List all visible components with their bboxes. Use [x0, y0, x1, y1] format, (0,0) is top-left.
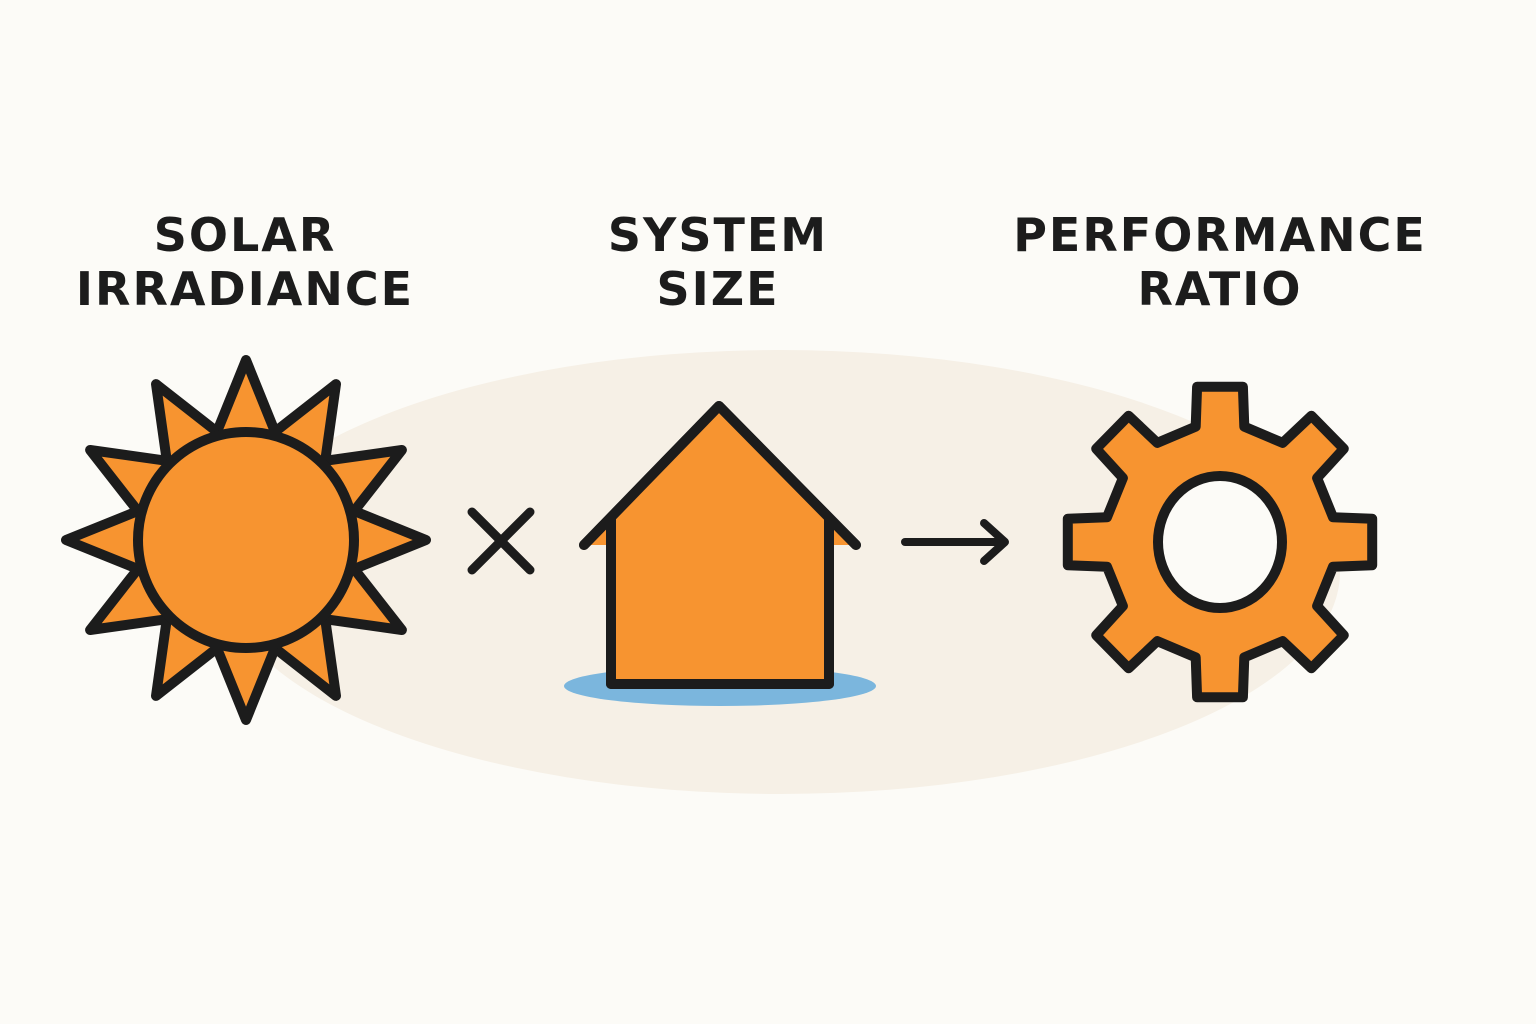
multiply-sign-icon — [467, 507, 535, 575]
label-performance-line2: RATIO — [1137, 262, 1303, 316]
gear-icon — [1062, 381, 1378, 703]
label-system-size: SYSTEM SIZE — [518, 208, 918, 316]
label-solar-irradiance: SOLAR IRRADIANCE — [45, 208, 445, 316]
label-performance-ratio: PERFORMANCE RATIO — [1000, 208, 1440, 316]
label-solar-line2: IRRADIANCE — [75, 262, 415, 316]
sun-icon — [61, 355, 431, 725]
label-system-line1: SYSTEM — [607, 208, 829, 262]
label-system-line2: SIZE — [656, 262, 780, 316]
label-solar-line1: SOLAR — [153, 208, 337, 262]
house-icon — [564, 401, 876, 706]
label-performance-line1: PERFORMANCE — [1013, 208, 1427, 262]
arrow-right-icon — [901, 519, 1009, 565]
